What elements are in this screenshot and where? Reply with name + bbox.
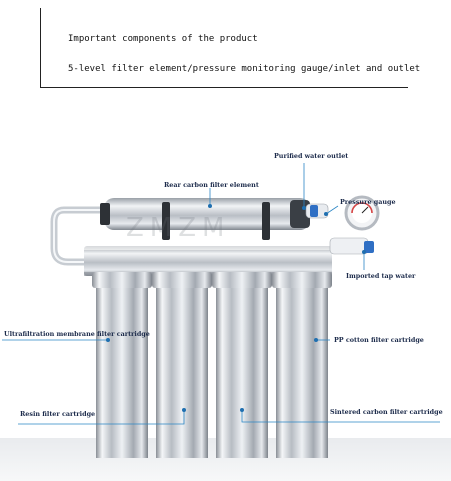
- label-resin-cartridge: Resin filter cartridge: [20, 410, 95, 418]
- label-pressure-gauge: Pressure gauge: [340, 198, 396, 206]
- label-purified-water-outlet: Purified water outlet: [274, 152, 348, 160]
- label-imported-tap-water: Imported tap water: [346, 272, 415, 280]
- label-sintered-carbon-cartridge: Sintered carbon filter cartridge: [330, 408, 443, 416]
- cartridge-3: [216, 276, 268, 458]
- cartridge-4: [276, 276, 328, 458]
- label-rear-carbon-filter: Rear carbon filter element: [164, 181, 259, 189]
- label-ultrafiltration-cartridge: Ultrafiltration membrane filter cartridg…: [4, 330, 150, 338]
- manifold-block: [84, 246, 332, 276]
- cartridge-2: [156, 276, 208, 458]
- cartridge-1: [96, 276, 148, 458]
- label-pp-cotton-cartridge: PP cotton filter cartridge: [334, 336, 424, 344]
- watermark-text: ZMZM: [126, 213, 231, 243]
